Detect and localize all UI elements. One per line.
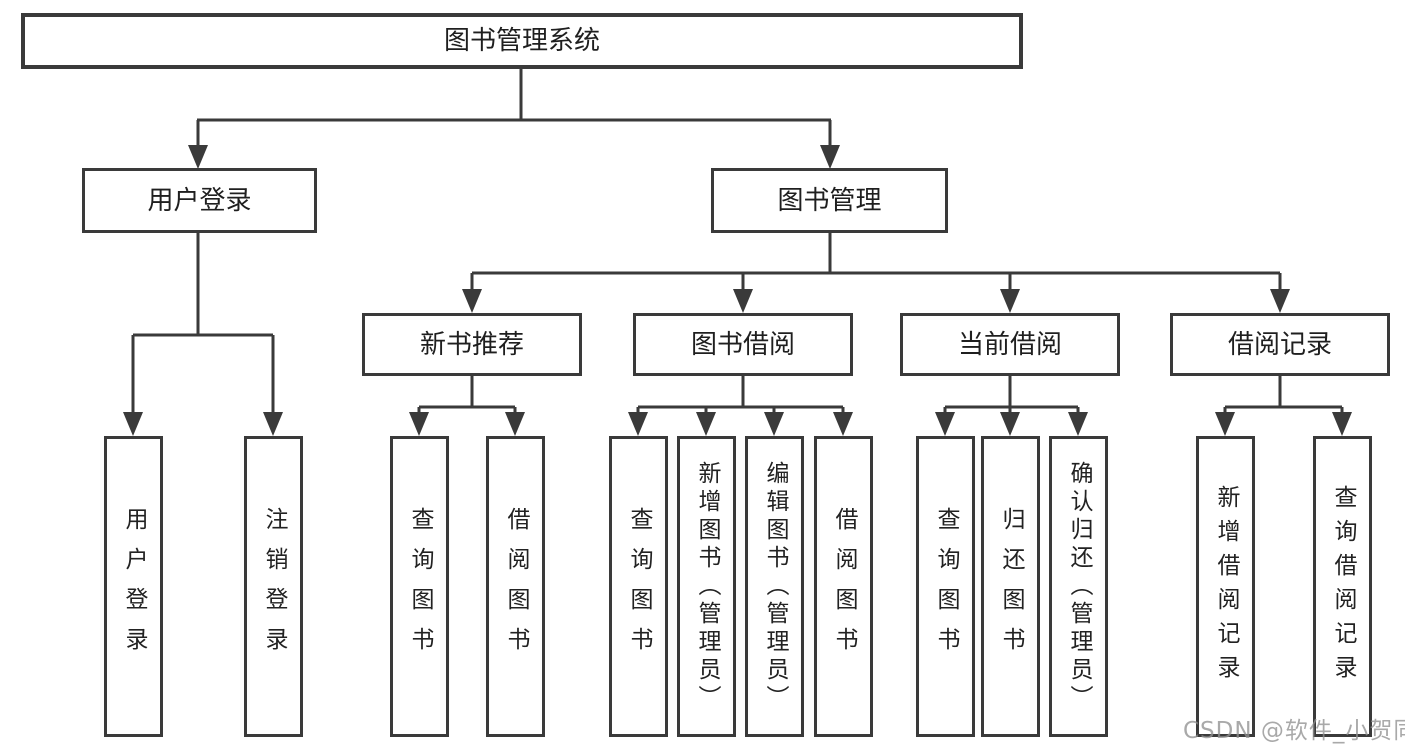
leaf-label: 用户登录: [121, 506, 147, 667]
node-new-book-recommend: 新书推荐: [362, 313, 582, 376]
node-label: 新书推荐: [419, 329, 524, 360]
arrow-icon: [1332, 412, 1352, 436]
arrow-icon: [733, 289, 753, 313]
arrow-icon: [696, 412, 716, 436]
leaf-borrow-books: 借阅图书: [486, 436, 545, 737]
node-label: 当前借阅: [957, 329, 1062, 360]
node-label: 借阅记录: [1227, 329, 1332, 360]
arrow-icon: [1068, 412, 1088, 436]
node-borrowing-records: 借阅记录: [1170, 313, 1390, 376]
arrow-icon: [409, 412, 429, 436]
arrow-icon: [188, 145, 208, 169]
node-label: 图书管理: [777, 185, 882, 216]
arrow-icon: [505, 412, 525, 436]
leaf-label: 注销登录: [261, 506, 287, 667]
node-label: 图书借阅: [690, 329, 795, 360]
arrow-icon: [833, 412, 853, 436]
leaf-label: 查询借阅记录: [1330, 484, 1356, 689]
arrow-icon: [123, 412, 143, 436]
arrow-icon: [628, 412, 648, 436]
leaf-label: 归还图书: [998, 506, 1024, 667]
leaf-add-book-admin: 新增图书（管理员）: [677, 436, 736, 737]
node-label: 用户登录: [147, 185, 252, 216]
leaf-add-borrow-record: 新增借阅记录: [1196, 436, 1255, 737]
leaf-label: 查询图书: [407, 506, 433, 667]
arrow-icon: [462, 289, 482, 313]
csdn-watermark: CSDN @软件_小贺同学: [1183, 718, 1405, 744]
node-book-borrowing: 图书借阅: [633, 313, 853, 376]
arrow-icon: [935, 412, 955, 436]
leaf-label: 新增图书（管理员）: [694, 460, 720, 713]
arrow-icon: [1270, 289, 1290, 313]
node-current-borrowing: 当前借阅: [900, 313, 1120, 376]
arrowheads: [123, 145, 1352, 436]
node-label: 图书管理系统: [443, 26, 600, 56]
arrow-icon: [1215, 412, 1235, 436]
leaf-label: 借阅图书: [503, 506, 529, 667]
leaf-label: 查询图书: [933, 506, 959, 667]
node-user-login: 用户登录: [82, 168, 317, 233]
leaf-query-borrow-record: 查询借阅记录: [1313, 436, 1372, 737]
arrow-icon: [263, 412, 283, 436]
leaf-query-books: 查询图书: [390, 436, 449, 737]
leaf-logout: 注销登录: [244, 436, 303, 737]
leaf-query-books: 查询图书: [916, 436, 975, 737]
leaf-label: 确认归还（管理员）: [1066, 460, 1092, 713]
leaf-label: 新增借阅记录: [1213, 484, 1239, 689]
leaf-label: 编辑图书（管理员）: [762, 460, 788, 713]
leaf-confirm-return-admin: 确认归还（管理员）: [1049, 436, 1108, 737]
leaf-edit-book-admin: 编辑图书（管理员）: [745, 436, 804, 737]
arrow-icon: [764, 412, 784, 436]
leaf-label: 借阅图书: [831, 506, 857, 667]
leaf-user-login: 用户登录: [104, 436, 163, 737]
arrow-icon: [1000, 289, 1020, 313]
leaf-return-books: 归还图书: [981, 436, 1040, 737]
arrow-icon: [820, 145, 840, 169]
node-book-management: 图书管理: [711, 168, 948, 233]
leaf-label: 查询图书: [626, 506, 652, 667]
leaf-query-books: 查询图书: [609, 436, 668, 737]
leaf-borrow-books: 借阅图书: [814, 436, 873, 737]
arrow-icon: [1000, 412, 1020, 436]
node-book-management-system: 图书管理系统: [21, 13, 1023, 69]
